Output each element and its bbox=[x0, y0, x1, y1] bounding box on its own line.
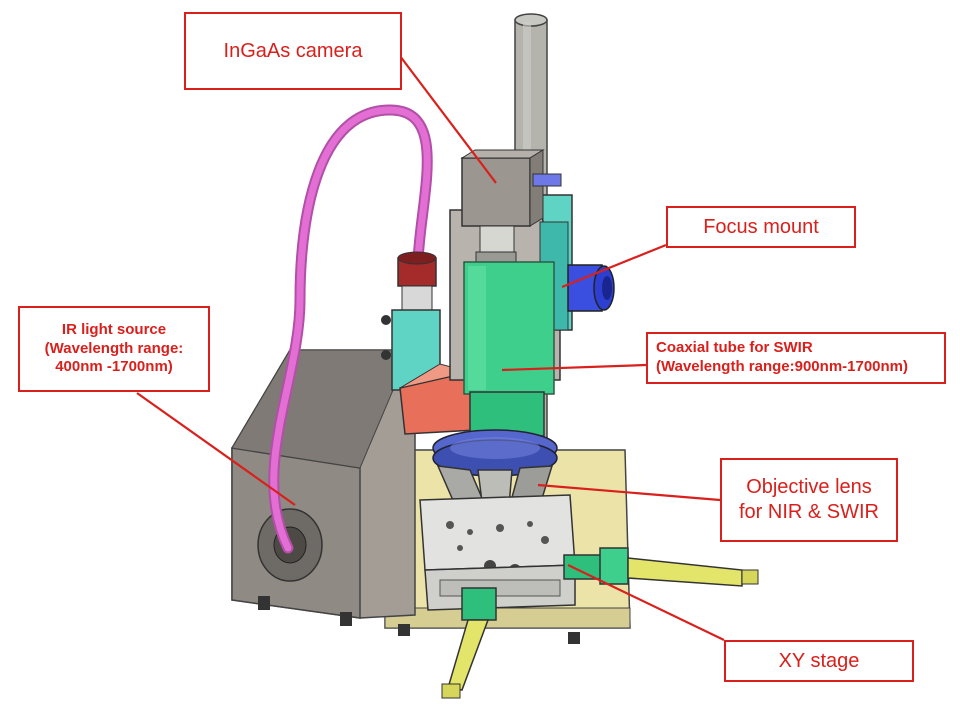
leader-ir-source bbox=[136, 392, 296, 506]
callout-ingaas-camera-line-1: InGaAs camera bbox=[223, 39, 363, 62]
callout-ingaas-camera: InGaAs camera bbox=[184, 12, 402, 90]
callout-ir-light-source-line-2: (Wavelength range: bbox=[44, 339, 184, 357]
callout-coaxial-tube: Coaxial tube for SWIR (Wavelength range:… bbox=[646, 332, 946, 384]
callout-coaxial-tube-line-2: (Wavelength range:900nm-1700nm) bbox=[656, 358, 909, 375]
callout-ir-light-source-line-3: 400nm -1700nm) bbox=[55, 358, 173, 376]
callout-objective-lens-line-1: Objective lens bbox=[746, 476, 872, 498]
xy-stage-assembly bbox=[419, 494, 576, 611]
leader-camera bbox=[399, 55, 497, 184]
callout-objective-lens: Objective lens for NIR & SWIR bbox=[720, 458, 898, 542]
ir-light-source-box bbox=[231, 349, 416, 626]
leader-focus-mount bbox=[561, 243, 667, 289]
callout-focus-mount-line-1: Focus mount bbox=[703, 215, 819, 238]
callout-ir-light-source: IR light source (Wavelength range: 400nm… bbox=[18, 306, 210, 392]
leader-xy-stage bbox=[567, 564, 725, 641]
leader-lines bbox=[136, 55, 725, 641]
leader-objective-lens bbox=[537, 483, 721, 502]
ingaas-camera-body bbox=[460, 149, 562, 265]
callout-xy-stage-line-1: XY stage bbox=[778, 649, 860, 672]
leader-coaxial-tube bbox=[501, 363, 647, 372]
callout-xy-stage: XY stage bbox=[724, 640, 914, 682]
micrometer-right bbox=[563, 547, 759, 587]
callout-ir-light-source-line-1: IR light source bbox=[61, 320, 167, 338]
focus-knob bbox=[567, 264, 615, 312]
optical-fiber bbox=[268, 104, 433, 554]
micrometer-front bbox=[441, 587, 497, 699]
fiber-coupler bbox=[397, 251, 437, 311]
callout-objective-lens-line-2: for NIR & SWIR bbox=[738, 501, 879, 523]
callout-focus-mount: Focus mount bbox=[666, 206, 856, 248]
callout-coaxial-tube-line-1: Coaxial tube for SWIR bbox=[656, 339, 813, 357]
coaxial-tube bbox=[463, 261, 555, 451]
